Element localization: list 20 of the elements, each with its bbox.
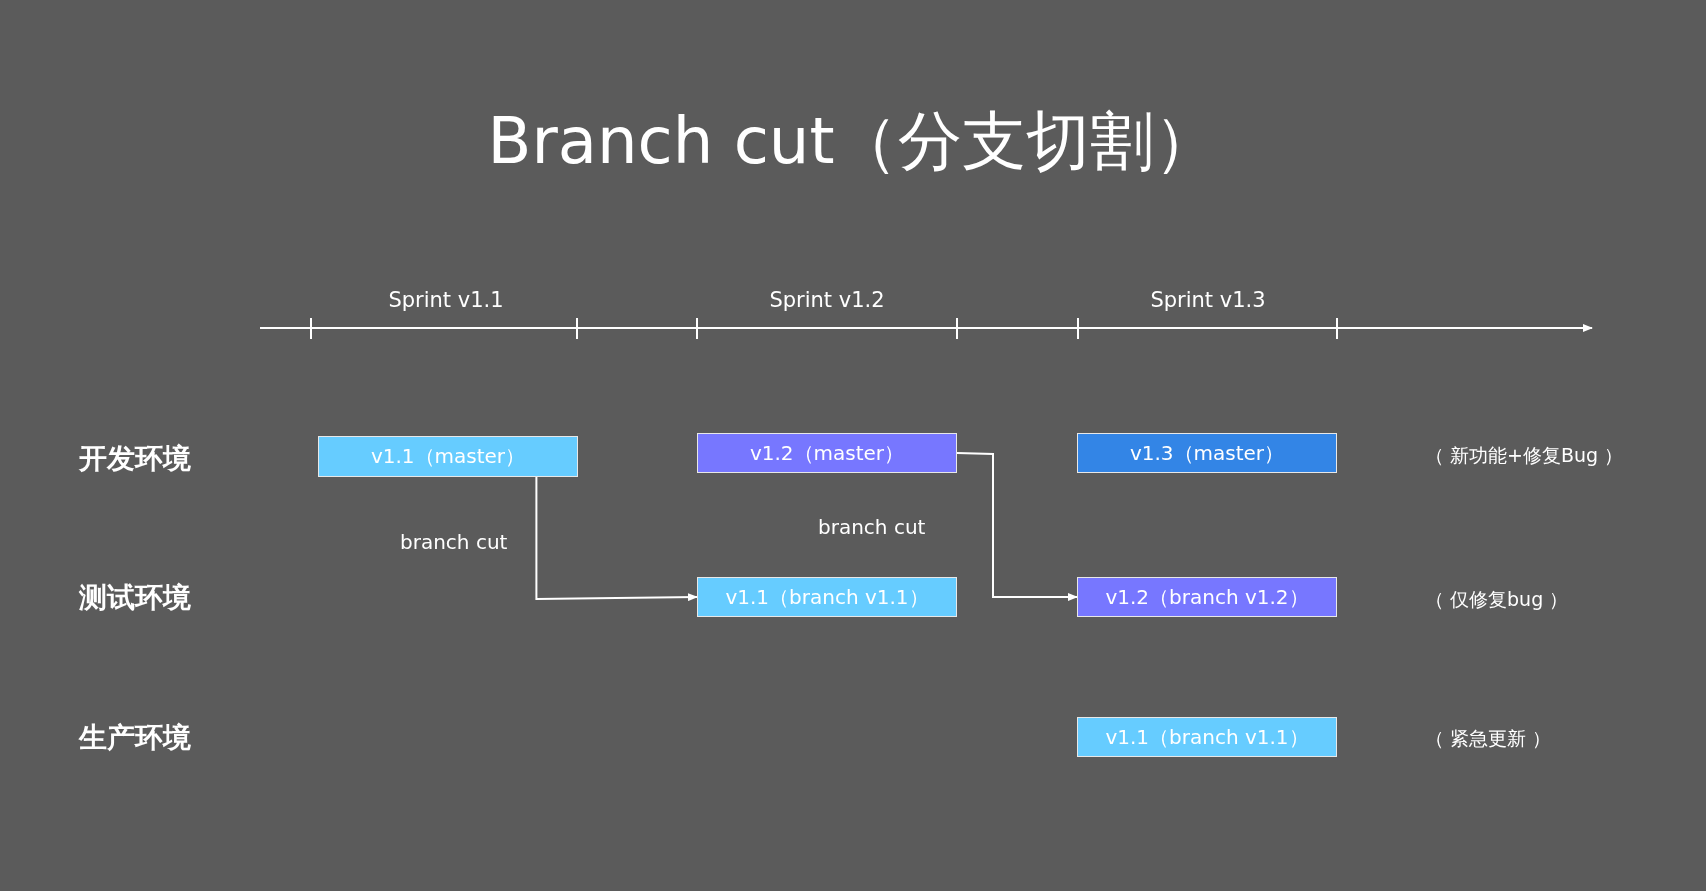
sprint-label: Sprint v1.2	[768, 288, 886, 312]
note-text: （ 紧急更新 ）	[1425, 726, 1552, 751]
version-box: v1.1（branch v1.1）	[697, 577, 957, 617]
version-box: v1.3（master）	[1077, 433, 1337, 473]
sprint-label: Sprint v1.1	[387, 288, 505, 312]
version-box: v1.2（master）	[697, 433, 957, 473]
environment-label: 测试环境	[79, 580, 191, 616]
environment-label: 生产环境	[79, 720, 191, 756]
version-box: v1.2（branch v1.2）	[1077, 577, 1337, 617]
note-text: （ 仅修复bug ）	[1425, 587, 1569, 612]
version-box: v1.1（master）	[318, 436, 578, 477]
note-text: （ 新功能+修复Bug ）	[1425, 443, 1624, 468]
connector-arrow	[535, 476, 698, 602]
sprint-label: Sprint v1.3	[1149, 288, 1267, 312]
edge-label: branch cut	[818, 515, 926, 539]
environment-label: 开发环境	[79, 441, 191, 477]
edge-label: branch cut	[400, 530, 508, 554]
connector-arrow	[956, 452, 1078, 601]
version-box: v1.1（branch v1.1）	[1077, 717, 1337, 757]
title: Branch cut（分支切割）	[486, 103, 1220, 180]
